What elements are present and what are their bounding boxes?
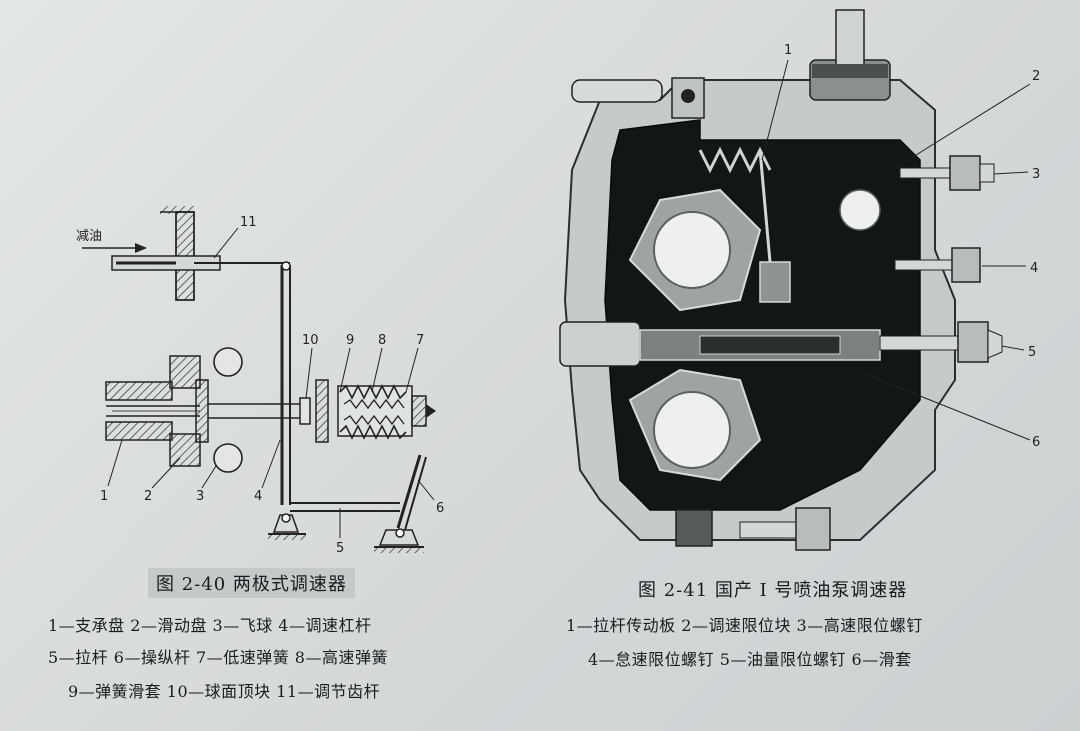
- figure-40-title: 图 2-40 两极式调速器: [148, 568, 355, 598]
- reduce-fuel-arrow: [82, 243, 147, 253]
- part-number-6: 6: [436, 501, 444, 516]
- figure-41-title: 图 2-41 国产 I 号喷油泵调速器: [638, 580, 908, 601]
- push-shaft: [208, 397, 311, 425]
- upper-spring: [698, 146, 772, 174]
- high-speed-limit-screw: [899, 155, 995, 191]
- flyweight-ball-top: [213, 347, 243, 377]
- figure-40-legend-line-3: 9—弹簧滑套 10—球面顶块 11—调节齿杆: [68, 682, 381, 701]
- lever-linkage-top: [571, 77, 705, 119]
- figure-40-schematic: 减油: [76, 206, 444, 556]
- support-plate: [105, 381, 200, 441]
- flyweight-ball-lower: [653, 391, 731, 469]
- fig41-part-number-1: 1: [784, 43, 792, 58]
- fig41-part-number-5: 5: [1028, 345, 1036, 360]
- adjusting-rack: [111, 255, 290, 271]
- part-number-5: 5: [336, 541, 344, 556]
- idle-speed-limit-screw: [894, 247, 981, 283]
- part-number-2: 2: [144, 489, 152, 504]
- flyweight-ball-bottom: [213, 443, 243, 473]
- figure-40-legend-line-2: 5—拉杆 6—操纵杆 7—低速弹簧 8—高速弹簧: [48, 648, 388, 667]
- governor-lever: [280, 261, 291, 505]
- part-number-11: 11: [240, 215, 257, 230]
- limit-block-boss: [839, 189, 881, 231]
- figure-41-legend-line-1: 1—拉杆传动板 2—调速限位块 3—高速限位螺钉: [566, 616, 923, 635]
- flyweight-ball-upper: [653, 211, 731, 289]
- part-number-8: 8: [378, 333, 386, 348]
- central-shaft-sleeve: [559, 149, 881, 367]
- control-lever: [374, 454, 427, 553]
- part-number-10: 10: [302, 333, 319, 348]
- fig41-part-number-4: 4: [1030, 261, 1038, 276]
- part-number-4: 4: [254, 489, 262, 504]
- reduce-fuel-label: 减油: [76, 229, 102, 244]
- fuel-quantity-limit-screw: [879, 321, 1003, 363]
- bottom-screw: [675, 507, 831, 551]
- sliding-disk: [169, 355, 209, 467]
- fig41-part-number-2: 2: [1032, 69, 1040, 84]
- spring-assembly: [315, 379, 436, 443]
- lever-pivot: [268, 513, 306, 540]
- fig41-part-number-3: 3: [1032, 167, 1040, 182]
- part-number-9: 9: [346, 333, 354, 348]
- figure-40-legend-line-1: 1—支承盘 2—滑动盘 3—飞球 4—调速杠杆: [48, 616, 372, 635]
- leader-lines: [107, 227, 435, 538]
- figure-41-legend-line-2: 4—怠速限位螺钉 5—油量限位螺钉 6—滑套: [588, 650, 912, 669]
- fig41-part-number-6: 6: [1032, 435, 1040, 450]
- top-cap-fitting: [809, 9, 891, 101]
- pull-rod: [290, 502, 400, 512]
- part-number-7: 7: [416, 333, 424, 348]
- figure-41-cutaway: 1 2 3 4 5 6: [559, 9, 1040, 551]
- part-number-3: 3: [196, 489, 204, 504]
- leader-lines-41: [761, 59, 1031, 441]
- part-number-1: 1: [100, 489, 108, 504]
